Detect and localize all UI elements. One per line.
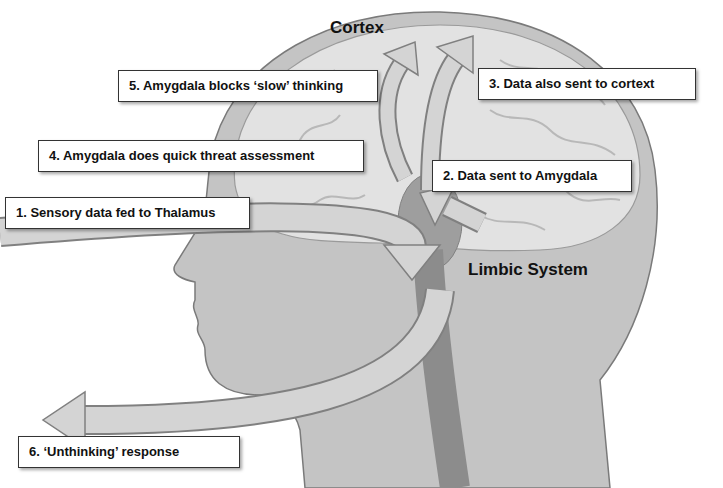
callout-box: 5. Amygdala blocks ‘slow’ thinking xyxy=(118,70,378,102)
callout-text: 4. Amygdala does quick threat assessment xyxy=(49,148,353,164)
flow-arrows xyxy=(0,36,482,448)
callout-text: 5. Amygdala blocks ‘slow’ thinking xyxy=(129,78,367,94)
callout-box: 2. Data sent to Amygdala xyxy=(432,160,632,192)
region-label: Limbic System xyxy=(468,260,588,280)
callout-box: 4. Amygdala does quick threat assessment xyxy=(38,140,364,172)
callout-text: 1. Sensory data fed to Thalamus xyxy=(16,205,239,221)
callout-box: 1. Sensory data fed to Thalamus xyxy=(5,197,250,229)
callout-text: 2. Data sent to Amygdala xyxy=(443,168,621,184)
callout-text: 6. ‘Unthinking’ response xyxy=(29,444,229,460)
spinal-cord xyxy=(428,250,455,488)
callout-box: 3. Data also sent to cortext xyxy=(478,68,696,100)
callout-box: 6. ‘Unthinking’ response xyxy=(18,436,240,468)
callout-text: 3. Data also sent to cortext xyxy=(489,76,685,92)
region-label: Cortex xyxy=(330,18,384,38)
